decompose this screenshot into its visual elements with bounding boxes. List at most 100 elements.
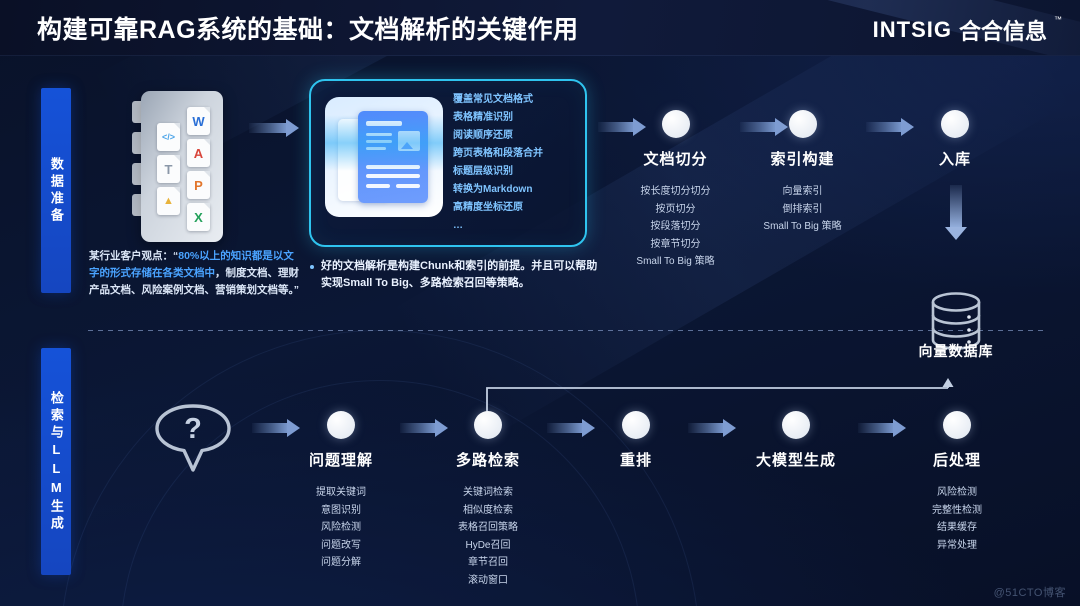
sidebar-item-label: 数据准备: [48, 156, 64, 225]
section-divider: [88, 330, 1048, 331]
node-item: 章节召回: [468, 557, 508, 568]
vector-database-icon: [925, 290, 987, 352]
node-item: 滚动窗口: [468, 574, 508, 586]
flow-node-ingestion[interactable]: 入库: [905, 110, 1005, 183]
node-title: 入库: [938, 151, 971, 168]
flow-node-llm-generation[interactable]: 大模型生成: [735, 411, 857, 484]
quote-highlight: 80%以上的知识都是以文字的形式存储在各类文档中: [89, 250, 294, 279]
node-item-list: 向量索引 倒排索引 Small To Big 策略: [730, 183, 875, 236]
node-item: 完整性检测: [932, 504, 982, 516]
parsing-bullet-note: 好的文档解析是构建Chunk和索引的前提。并且可以帮助实现Small To Bi…: [310, 258, 598, 292]
feature-item: 标题层级识别: [453, 166, 513, 177]
flow-node-post-processing[interactable]: 后处理 风险检测 完整性检测 结果缓存 异常处理: [896, 411, 1018, 554]
node-item-list: 关键词检索 相似度检索 表格召回策略 HyDe召回 章节召回 滚动窗口: [419, 484, 557, 589]
text-file-icon: T: [157, 155, 180, 183]
illustration-scan-band: [325, 115, 443, 171]
arrow-rerank-to-generation: [688, 419, 736, 437]
node-item: HyDe召回: [465, 539, 511, 551]
node-item: 风险检测: [937, 487, 977, 498]
node-item: 按长度切分切分: [640, 186, 711, 197]
node-dot-icon: [661, 110, 690, 138]
document-parsing-panel: 覆盖常见文档格式 表格精准识别 阅读顺序还原 跨页表格和段落合并 标题层级识别 …: [309, 79, 587, 247]
node-item: 倒排索引: [782, 203, 823, 215]
node-item: 结果缓存: [937, 522, 977, 533]
node-item: Small To Big 策略: [763, 221, 842, 232]
node-title: 后处理: [932, 452, 981, 469]
powerpoint-file-glyph: P: [194, 177, 203, 193]
flow-node-multi-route-retrieval[interactable]: 多路检索 关键词检索 相似度检索 表格召回策略 HyDe召回 章节召回 滚动窗口: [419, 411, 557, 589]
feature-item: 阅读顺序还原: [453, 130, 513, 141]
page-title: 构建可靠RAG系统的基础：文档解析的关键作用: [37, 16, 579, 44]
watermark: @51CTO博客: [993, 587, 1066, 599]
node-item-list: 风险检测 完整性检测 结果缓存 异常处理: [896, 484, 1018, 554]
logo-english-text: INTSIG: [872, 17, 952, 42]
node-item: 按章节切分: [650, 238, 701, 250]
node-item: 问题分解: [321, 557, 361, 568]
arrow-index-to-ingestion: [866, 118, 914, 136]
logo-chinese-text: 合合信息: [958, 19, 1047, 44]
node-dot-icon: [327, 411, 355, 439]
node-item: 异常处理: [937, 539, 977, 551]
parsing-feature-list: 覆盖常见文档格式 表格精准识别 阅读顺序还原 跨页表格和段落合并 标题层级识别 …: [453, 95, 583, 239]
node-item: Small To Big 策略: [636, 256, 715, 267]
node-title: 索引构建: [770, 151, 835, 168]
svg-text:?: ?: [184, 413, 202, 445]
node-dot-icon: [943, 411, 971, 439]
brand-logo: INTSIG 合合信息 ™: [873, 14, 1062, 46]
node-dot-icon: [788, 110, 817, 138]
node-item: 相似度检索: [463, 504, 513, 516]
flow-node-doc-chunking[interactable]: 文档切分 按长度切分切分 按页切分 按段落切分 按章节切分 Small To B…: [603, 110, 748, 271]
page-header: 构建可靠RAG系统的基础：文档解析的关键作用 INTSIG 合合信息 ™: [0, 0, 1080, 56]
word-file-glyph: W: [192, 113, 205, 129]
node-dot-icon: [474, 411, 502, 439]
flow-node-index-building[interactable]: 索引构建 向量索引 倒排索引 Small To Big 策略: [730, 110, 875, 236]
node-dot-icon: [782, 411, 810, 439]
node-item: 按页切分: [655, 203, 696, 215]
feature-item: 覆盖常见文档格式: [453, 94, 533, 105]
feature-item: 表格精准识别: [453, 112, 513, 123]
node-dot-icon: [941, 110, 969, 138]
node-item: 意图识别: [321, 504, 361, 516]
arrow-question-to-understanding: [252, 419, 300, 437]
sidebar-item-retrieval-llm[interactable]: 检索与LLM生成: [41, 348, 71, 575]
node-item: 向量索引: [782, 186, 823, 197]
customer-quote: 某行业客户观点：“80%以上的知识都是以文字的形式存储在各类文档中，制度文档、理…: [89, 248, 299, 298]
feature-item: 高精度坐标还原: [453, 202, 523, 213]
powerpoint-file-icon: P: [187, 171, 210, 199]
arrow-chunking-to-index: [740, 118, 788, 136]
code-file-glyph: </>: [161, 131, 175, 142]
node-item: 关键词检索: [463, 487, 513, 498]
arrow-understanding-to-retrieval: [400, 419, 448, 437]
quote-close-mark: ”: [293, 283, 299, 296]
quote-lead: 某行业客户观点：: [89, 250, 173, 262]
bullet-note-text: 好的文档解析是构建Chunk和索引的前提。并且可以帮助实现Small To Bi…: [321, 260, 598, 290]
image-file-glyph: ▲: [163, 194, 174, 207]
feature-item: 转换为Markdown: [453, 184, 533, 195]
quote-rest: ，制度文档、理财产品文档、风险案例文档、营销策划文档等。: [89, 266, 299, 296]
stack-card: [141, 91, 223, 242]
node-dot-icon: [622, 411, 650, 439]
text-file-glyph: T: [164, 161, 173, 177]
node-item: 按段落切分: [650, 221, 701, 232]
node-title: 大模型生成: [755, 452, 836, 469]
node-title: 重排: [619, 452, 652, 469]
arrow-retrieval-to-rerank: [547, 419, 595, 437]
sidebar-item-data-prep[interactable]: 数据准备: [41, 88, 71, 293]
trademark-symbol: ™: [1054, 15, 1062, 24]
word-file-icon: W: [187, 107, 210, 135]
arrow-generation-to-postprocessing: [858, 419, 906, 437]
node-item: 问题改写: [321, 539, 361, 551]
question-bubble-icon: ?: [150, 402, 236, 474]
node-item-list: 按长度切分切分 按页切分 按段落切分 按章节切分 Small To Big 策略: [603, 183, 748, 271]
node-item: 风险检测: [321, 522, 361, 533]
flow-node-question-understanding[interactable]: 问题理解 提取关键词 意图识别 风险检测 问题改写 问题分解: [272, 411, 410, 572]
flow-node-rerank[interactable]: 重排: [590, 411, 682, 484]
arrow-docs-to-parser: [249, 119, 299, 137]
code-file-icon: </>: [157, 123, 180, 151]
node-title: 问题理解: [308, 452, 373, 469]
node-item: 表格召回策略: [458, 522, 518, 533]
excel-file-glyph: X: [194, 209, 203, 225]
node-title: 多路检索: [455, 452, 520, 469]
document-formats-stack: </> T ▲ W A P X: [132, 91, 223, 242]
feature-item: …: [453, 220, 463, 231]
